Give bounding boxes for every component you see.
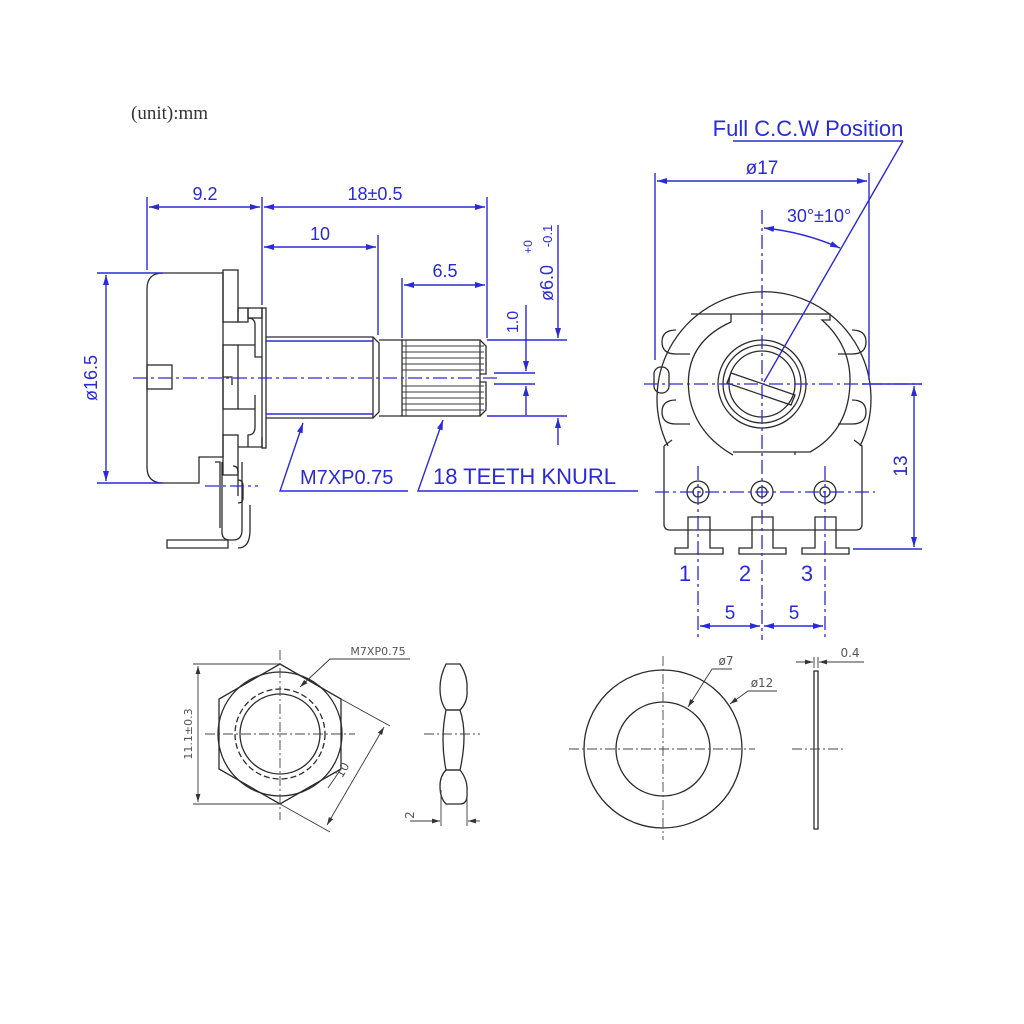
washer-dim-outer-diameter: ø12: [751, 676, 774, 690]
knurl-teeth: [402, 340, 484, 416]
dim-height: 13: [891, 455, 912, 476]
washer: ø7 ø12 0.4: [569, 646, 864, 840]
dim-thread-length: 10: [310, 224, 330, 244]
pin-label-1: 1: [679, 561, 691, 586]
hex-nut: 11.1±0.3 10 M7XP0.75 2: [182, 645, 480, 833]
nut-dim-across-corners: 11.1±0.3: [182, 708, 195, 759]
dim-shaft-tol-upper: +0: [521, 240, 535, 254]
nut-thread-callout: M7XP0.75: [350, 645, 405, 658]
dim-knurl-length: 6.5: [432, 261, 457, 281]
nut-dim-thickness: 2: [403, 811, 417, 819]
side-view: 9.2 18±0.5 10 6.5 ø16.5 ø6.0 +0 -0.1 1.0…: [81, 184, 638, 549]
dim-slot-width: 1.0: [505, 311, 522, 333]
nut-dim-across-flats: 10: [333, 760, 353, 780]
dim-angle: 30°±10°: [787, 206, 851, 226]
pin-label-2: 2: [739, 561, 751, 586]
dim-pin-pitch-1: 5: [725, 603, 736, 624]
body-tab: [146, 364, 173, 390]
pin-label-3: 3: [801, 561, 813, 586]
washer-dim-thickness: 0.4: [840, 646, 859, 660]
dim-shaft-length: 18±0.5: [348, 184, 403, 204]
dim-shaft-tol-lower: -0.1: [540, 225, 555, 247]
dim-outer-diameter: ø17: [746, 158, 779, 179]
dim-body-length: 9.2: [192, 184, 217, 204]
dim-body-diameter: ø16.5: [81, 355, 101, 401]
dim-shaft-diameter: ø6.0: [537, 265, 557, 301]
full-ccw-callout: Full C.C.W Position: [713, 116, 904, 141]
thread-callout: M7XP0.75: [300, 467, 393, 489]
unit-label: (unit):mm: [131, 103, 209, 124]
washer-dim-inner-diameter: ø7: [719, 654, 734, 668]
knurl-callout: 18 TEETH KNURL: [433, 464, 616, 489]
front-view: ø17 Full C.C.W Position 30°±10° 13 1 2 3…: [644, 116, 922, 640]
dim-pin-pitch-2: 5: [789, 603, 800, 624]
pin-terminals: [674, 516, 850, 555]
